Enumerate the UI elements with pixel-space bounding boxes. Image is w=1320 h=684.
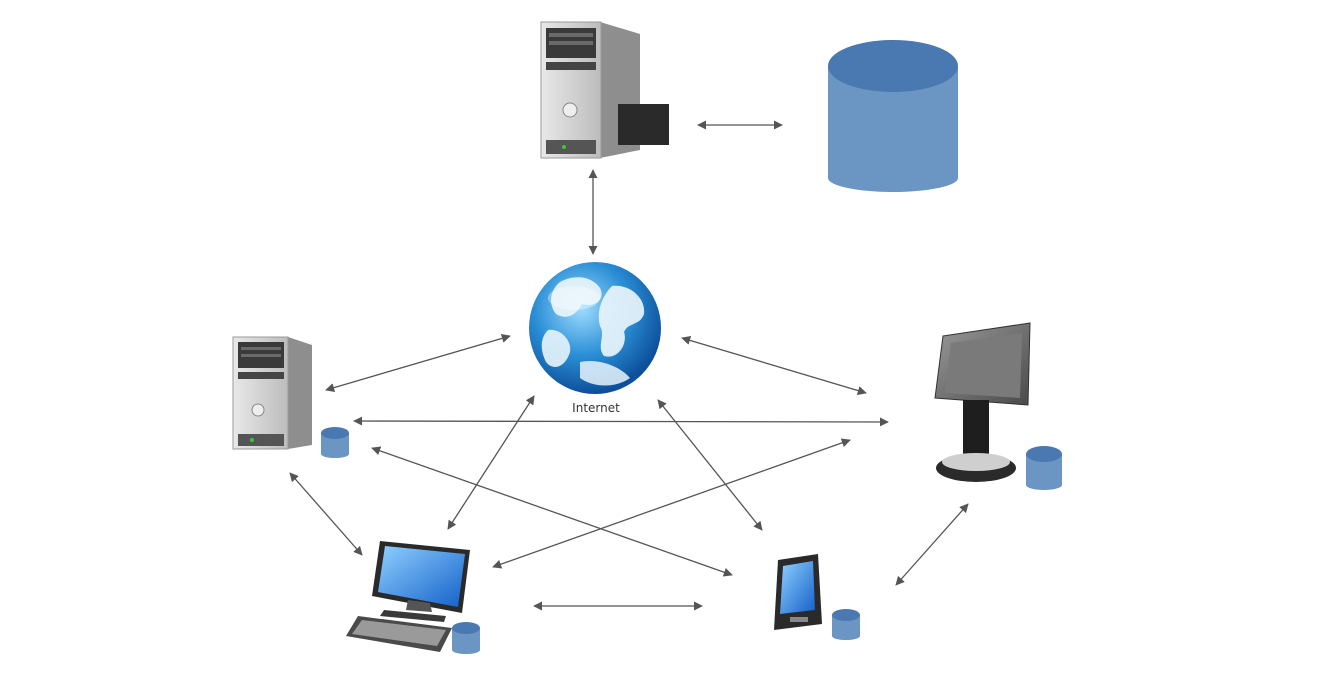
- internet-label: Internet: [572, 401, 620, 415]
- link-internet-monitor: [681, 335, 867, 396]
- link-tablet-monitor: [895, 503, 969, 586]
- database-icon: [832, 609, 860, 640]
- database-icon: [828, 40, 958, 192]
- globe-icon: [529, 262, 661, 394]
- peer-tablet: [774, 554, 860, 640]
- peer-server: [232, 336, 349, 458]
- tablet-icon: [774, 554, 822, 630]
- internet-node: Internet: [529, 262, 661, 415]
- database-icon: [321, 427, 349, 458]
- link-peer-server-monitor: [353, 416, 889, 427]
- central-server: [540, 21, 669, 159]
- link-internet-desktop: [447, 395, 535, 530]
- monitor-icon: [934, 322, 1031, 482]
- server-tower-icon: [540, 21, 669, 159]
- peer-desktop: [346, 541, 480, 654]
- desktop-computer-icon: [346, 541, 470, 652]
- link-internet-peer-server: [325, 333, 511, 393]
- peer-monitor: [934, 322, 1062, 490]
- link-peer-server-desktop: [289, 472, 363, 556]
- link-monitor-desktop: [492, 438, 851, 569]
- central-database: [828, 40, 958, 192]
- connections: [289, 120, 969, 611]
- database-icon: [1026, 446, 1062, 490]
- database-icon: [452, 622, 480, 654]
- server-tower-icon: [232, 336, 312, 450]
- link-internet-tablet: [657, 399, 763, 531]
